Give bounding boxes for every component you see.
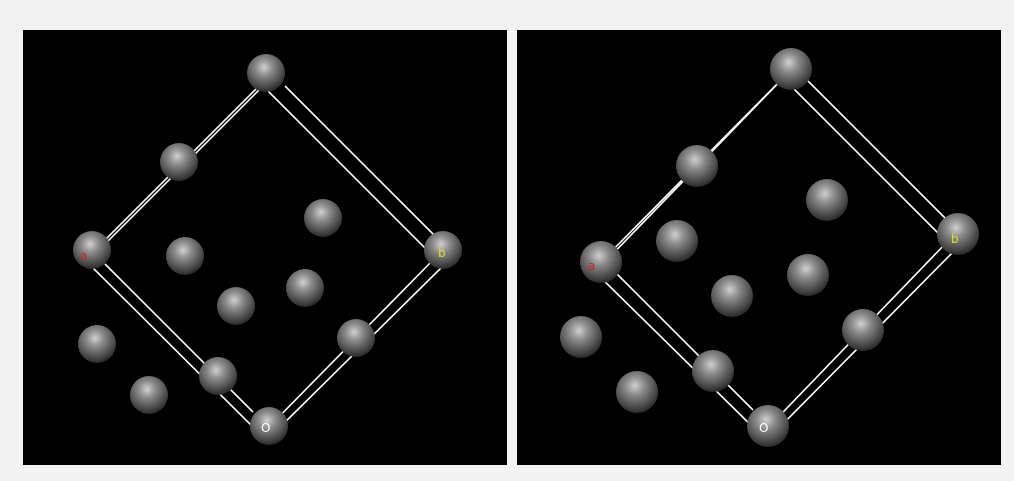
cell-edge bbox=[284, 85, 444, 245]
atom[interactable] bbox=[78, 325, 116, 363]
atoms bbox=[560, 48, 979, 447]
atom[interactable] bbox=[580, 241, 622, 283]
atoms bbox=[73, 54, 462, 445]
atom[interactable] bbox=[337, 319, 375, 357]
atom[interactable] bbox=[560, 316, 602, 358]
cell-edge bbox=[806, 79, 956, 229]
atom[interactable] bbox=[286, 269, 324, 307]
atom[interactable] bbox=[747, 405, 789, 447]
atom[interactable] bbox=[676, 145, 718, 187]
structure-canvas-left[interactable]: a b O bbox=[23, 30, 507, 465]
cell-edge bbox=[782, 77, 948, 243]
atom[interactable] bbox=[247, 54, 285, 92]
atom[interactable] bbox=[304, 199, 342, 237]
structure-viewer-left[interactable]: a b O bbox=[23, 30, 507, 465]
atom[interactable] bbox=[160, 143, 198, 181]
axis-b-label: b bbox=[951, 232, 959, 246]
atom[interactable] bbox=[199, 357, 237, 395]
atom[interactable] bbox=[166, 237, 204, 275]
cell-edge bbox=[84, 259, 262, 436]
atom[interactable] bbox=[937, 213, 979, 255]
atom[interactable] bbox=[616, 371, 658, 413]
atom[interactable] bbox=[250, 407, 288, 445]
atom[interactable] bbox=[692, 350, 734, 392]
atom[interactable] bbox=[806, 179, 848, 221]
axis-b-label: b bbox=[438, 246, 446, 260]
structure-viewer-right[interactable]: a b O bbox=[517, 30, 1001, 465]
atom[interactable] bbox=[770, 48, 812, 90]
cell-edge bbox=[592, 269, 762, 436]
atom[interactable] bbox=[130, 376, 168, 414]
axis-a-label: a bbox=[80, 249, 87, 263]
cell-edge bbox=[260, 83, 436, 259]
atom[interactable] bbox=[711, 275, 753, 317]
axis-a-label: a bbox=[588, 259, 595, 273]
structure-canvas-right[interactable]: a b O bbox=[517, 30, 1001, 465]
atom[interactable] bbox=[787, 254, 829, 296]
atom[interactable] bbox=[656, 220, 698, 262]
axis-origin-label: O bbox=[759, 421, 768, 435]
cell-edge bbox=[616, 273, 754, 411]
axis-origin-label: O bbox=[261, 421, 270, 435]
atom[interactable] bbox=[73, 231, 111, 269]
atom[interactable] bbox=[217, 287, 255, 325]
atom[interactable] bbox=[842, 309, 884, 351]
atom[interactable] bbox=[424, 231, 462, 269]
